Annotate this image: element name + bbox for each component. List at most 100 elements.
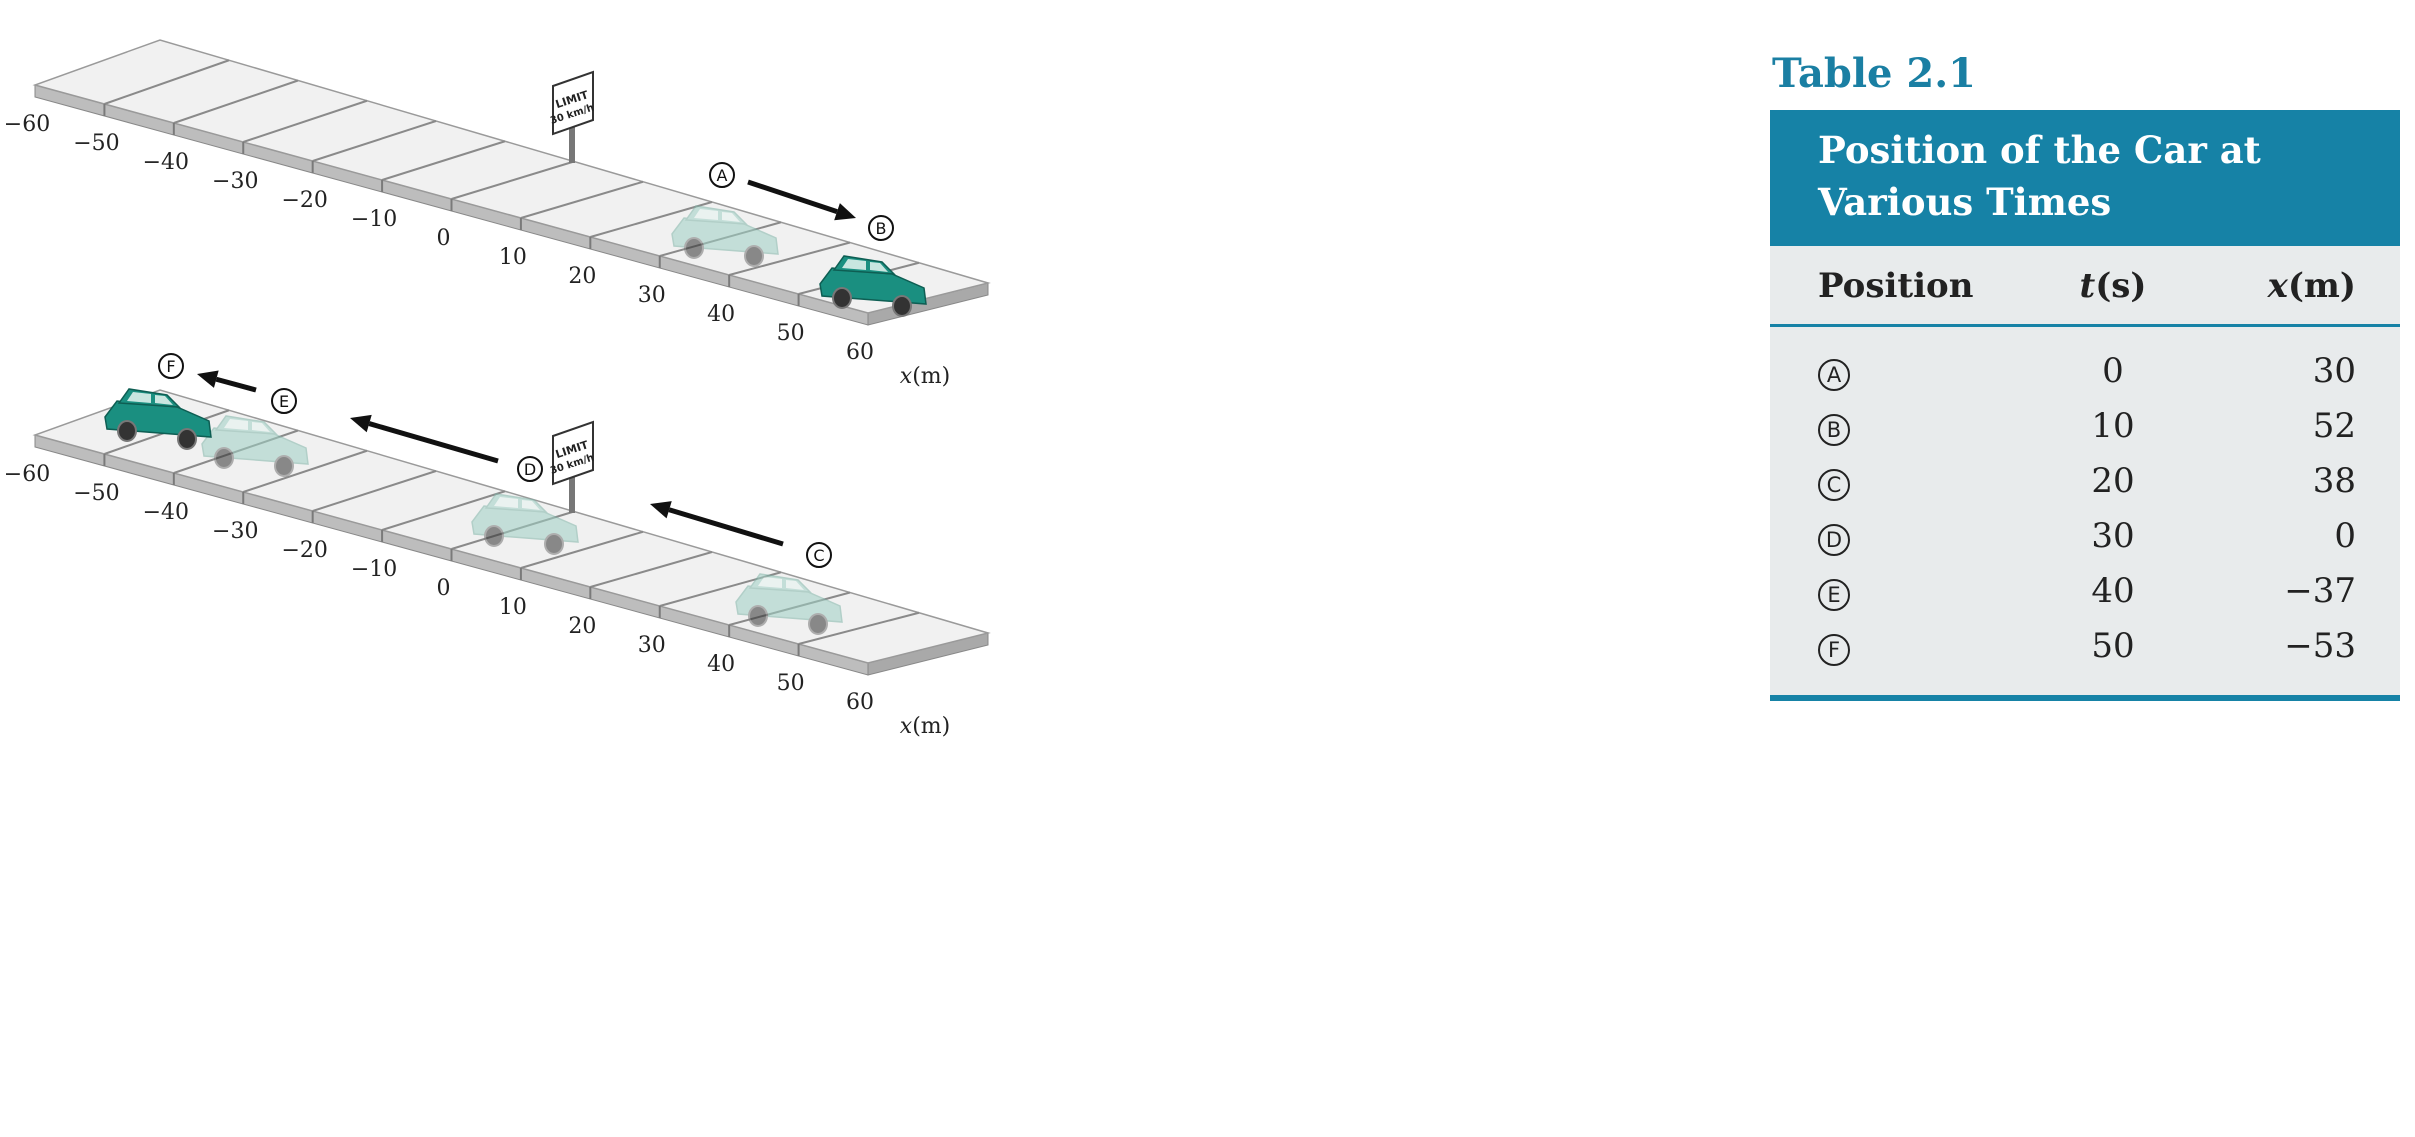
tick-label: 50 xyxy=(777,321,805,346)
tick-label: 0 xyxy=(437,576,451,601)
sign-post xyxy=(569,118,575,163)
table-title: Table 2.1 xyxy=(1772,50,1976,97)
tick-label: −50 xyxy=(73,481,119,506)
arrow-head xyxy=(834,203,856,221)
car-wheel xyxy=(214,447,234,469)
marker-letter: A xyxy=(717,166,728,185)
position-marker-b: B xyxy=(1818,413,1850,446)
position-marker-d: D xyxy=(517,456,543,482)
marker-circle xyxy=(271,388,297,414)
car-ghost xyxy=(735,573,843,635)
marker-letter: B xyxy=(876,219,887,238)
road-seam xyxy=(520,530,644,569)
tick-label: −30 xyxy=(212,519,258,544)
road-seam xyxy=(173,79,299,124)
sign-post xyxy=(569,468,575,513)
sign-board xyxy=(552,70,594,136)
tick-label: −60 xyxy=(4,462,50,487)
tick-label: 20 xyxy=(568,614,596,639)
time-cell: 10 xyxy=(2091,405,2135,446)
tick-label: 30 xyxy=(638,633,666,658)
header-time: t(s) xyxy=(2079,266,2147,306)
position-marker-f: F xyxy=(158,353,184,379)
car-wheel xyxy=(748,605,768,627)
car-wheel xyxy=(832,287,852,309)
car-wheel xyxy=(892,295,912,317)
marker-circle xyxy=(868,215,894,241)
car-ghost xyxy=(201,415,309,477)
tick-label: 10 xyxy=(499,245,527,270)
road-seam xyxy=(451,160,575,200)
arrow-head xyxy=(350,414,372,433)
tick-label: −40 xyxy=(143,150,189,175)
position-table: Table 2.1 Position of the Car at Various… xyxy=(1770,50,2400,701)
motion-arrow xyxy=(747,179,856,221)
tick-label: −10 xyxy=(351,557,397,582)
tick-label: −50 xyxy=(73,131,119,156)
x-cell: 30 xyxy=(2312,350,2356,391)
axis-label: x(m) xyxy=(900,714,950,739)
car xyxy=(104,388,212,450)
arrow-shaft xyxy=(215,376,257,393)
axis-label: x(m) xyxy=(900,364,950,389)
arrow-shaft xyxy=(368,421,499,464)
tick-label: 60 xyxy=(846,340,874,365)
tick-label: 10 xyxy=(499,595,527,620)
road-seam xyxy=(728,241,851,276)
tick-label: 40 xyxy=(707,652,735,677)
car-window xyxy=(786,580,804,590)
road-seam xyxy=(590,201,713,238)
car-window xyxy=(252,422,270,432)
road-seam xyxy=(381,490,506,531)
car-ghost xyxy=(471,493,579,555)
car-window xyxy=(694,209,718,220)
car-wheel xyxy=(484,525,504,547)
position-marker-a: A xyxy=(709,162,735,188)
header-x: x(m) xyxy=(2267,266,2356,306)
marker-letter: F xyxy=(166,357,175,376)
position-marker-c: C xyxy=(806,542,832,568)
sign-board xyxy=(552,420,594,486)
car-window xyxy=(870,262,888,272)
arrow-head xyxy=(650,501,672,519)
position-marker-d: D xyxy=(1818,523,1850,556)
car-window xyxy=(155,395,173,405)
car-window xyxy=(224,419,248,430)
car-wheel xyxy=(177,428,197,450)
car-wheel xyxy=(744,245,764,267)
time-cell: 20 xyxy=(2091,460,2135,501)
position-marker-b: B xyxy=(868,215,894,241)
motion-arrow xyxy=(650,501,784,547)
time-cell: 50 xyxy=(2091,625,2135,666)
position-marker-e: E xyxy=(271,388,297,414)
position-marker-e: E xyxy=(1818,578,1850,611)
table-header-row: Position t(s) x(m) xyxy=(1770,246,2400,327)
arrow-shaft xyxy=(747,179,838,215)
marker-letter: E xyxy=(279,392,289,411)
position-marker-f: F xyxy=(1818,633,1850,666)
car-window xyxy=(127,392,151,403)
car-wheel xyxy=(544,533,564,555)
x-cell: 38 xyxy=(2312,460,2356,501)
marker-circle xyxy=(158,353,184,379)
marker-circle xyxy=(709,162,735,188)
car-window xyxy=(758,577,782,588)
car-window xyxy=(722,212,740,222)
motion-arrow xyxy=(197,370,257,393)
car-wheel xyxy=(117,420,137,442)
tick-label: 40 xyxy=(707,302,735,327)
tick-label: −30 xyxy=(212,169,258,194)
tick-label: 0 xyxy=(437,226,451,251)
road-seam xyxy=(242,449,368,493)
road-seam xyxy=(520,180,644,219)
tick-label: 50 xyxy=(777,671,805,696)
car-wheel xyxy=(684,237,704,259)
table-caption: Position of the Car at Various Times xyxy=(1770,110,2400,246)
car xyxy=(819,255,927,317)
position-marker-a: A xyxy=(1818,358,1850,391)
